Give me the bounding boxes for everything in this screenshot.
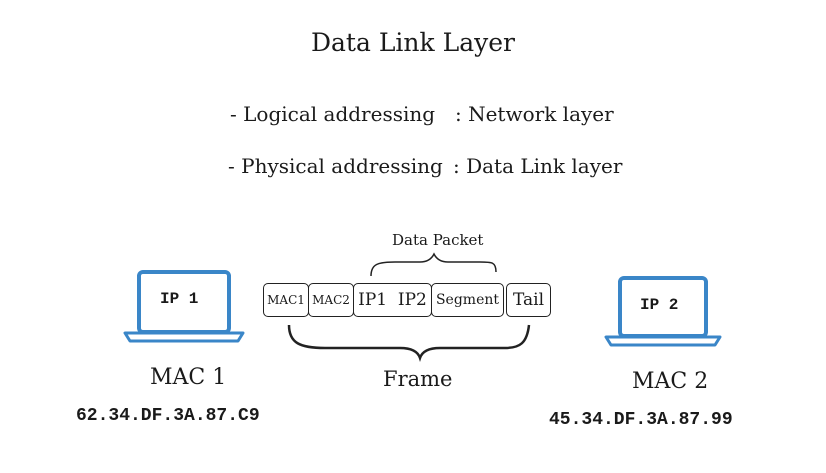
frame-brace xyxy=(287,324,531,362)
frame-field-segment-text: Segment xyxy=(435,292,500,308)
host-1-ip: IP 1 xyxy=(160,290,199,308)
host-1-mac-name: MAC 1 xyxy=(150,365,227,390)
host-2-mac-address: 45.34.DF.3A.87.99 xyxy=(549,410,733,430)
frame-field-tail: Tail xyxy=(506,283,551,317)
packet-brace xyxy=(370,252,497,277)
frame-field-mac1: MAC1 xyxy=(263,283,309,317)
frame-field-ip: IP1 IP2 xyxy=(353,283,432,317)
frame-field-mac2-text: MAC2 xyxy=(312,293,350,307)
page-title: Data Link Layer xyxy=(310,28,516,57)
frame-field-mac2: MAC2 xyxy=(308,283,354,317)
logical-addressing-label: - Logical addressing xyxy=(230,102,436,126)
frame-field-tail-text: Tail xyxy=(512,290,545,310)
frame-label: Frame xyxy=(383,367,453,391)
laptop-2-icon xyxy=(604,276,722,347)
host-2-ip: IP 2 xyxy=(640,296,679,314)
laptop-1-icon xyxy=(123,270,245,343)
frame-field-segment: Segment xyxy=(431,283,504,317)
frame-field-ip-text: IP1 IP2 xyxy=(358,290,427,310)
host-1-mac-address: 62.34.DF.3A.87.C9 xyxy=(76,406,260,426)
host-2-mac-name: MAC 2 xyxy=(632,369,709,394)
physical-addressing-label: - Physical addressing xyxy=(228,154,443,178)
data-packet-label: Data Packet xyxy=(392,231,484,249)
physical-addressing-layer: : Data Link layer xyxy=(453,154,623,178)
logical-addressing-layer: : Network layer xyxy=(455,102,614,126)
frame-field-mac1-text: MAC1 xyxy=(267,293,305,307)
